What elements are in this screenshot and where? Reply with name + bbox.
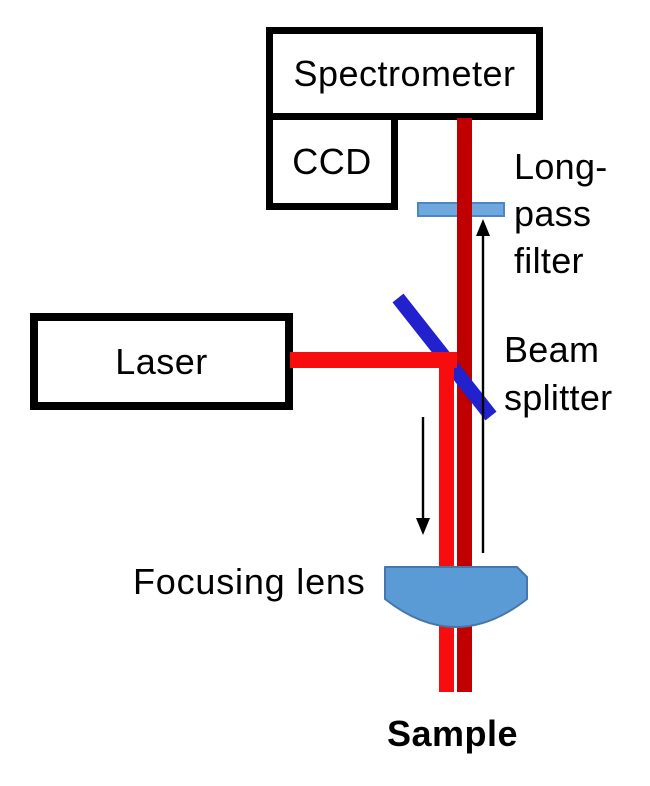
beam-splitter-label-line2: splitter [504,377,613,418]
spectrometer-box: Spectrometer [266,27,543,120]
laser-label: Laser [115,340,208,382]
spectrometer-label: Spectrometer [293,52,516,94]
ccd-label: CCD [292,140,372,182]
longpass-filter-label-line1: Long- [514,146,608,187]
beam-splitter-label-line1: Beam [504,329,600,370]
down-arrow-icon [416,417,430,535]
longpass-filter-label-line2: pass [514,193,592,234]
up-arrow-icon [476,219,490,553]
collected-beam [457,118,472,692]
excitation-beam-vertical [439,352,454,692]
sample-label: Sample [387,713,519,754]
longpass-filter-label-line3: filter [514,240,584,281]
focusing-lens-label: Focusing lens [133,561,366,602]
beam-splitter-label: Beam splitter [504,326,612,422]
laser-box: Laser [30,313,293,410]
focusing-lens-shape [384,566,528,628]
longpass-filter-label: Long- pass filter [514,143,608,284]
ccd-box: CCD [266,113,398,210]
excitation-beam-horizontal [290,352,457,368]
